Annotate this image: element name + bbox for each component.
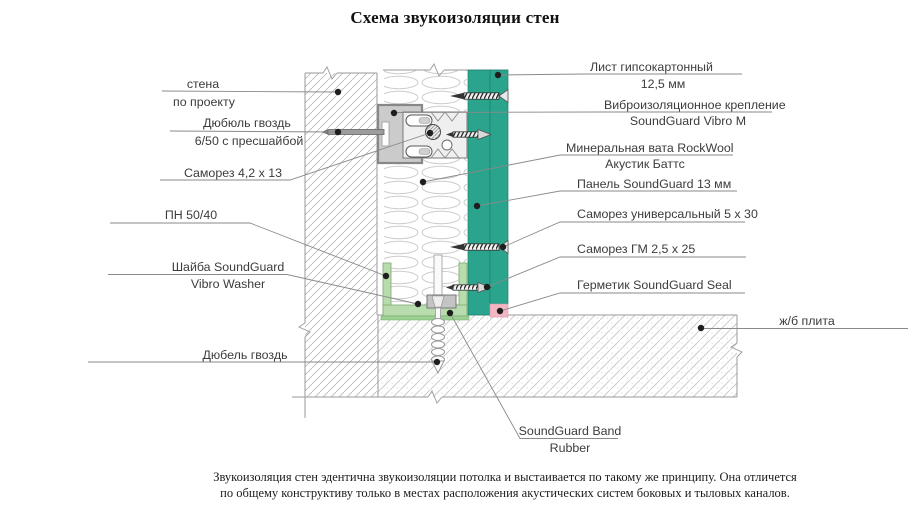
leader-sealant (499, 292, 745, 312)
page-title: Схема звукоизоляции стен (350, 8, 560, 27)
label-panel: Панель SoundGuard 13 мм (577, 177, 731, 191)
screw-gm-top (446, 128, 493, 141)
slab-hatch (377, 315, 737, 397)
footer-note-line1: Звукоизоляция стен эдентична звукоизоляц… (213, 470, 797, 484)
leader-screw-4-2x13 (160, 132, 431, 181)
label-pn-profile: ПН 50/40 (165, 208, 217, 222)
annotation-labels: стена по проекту Дюбюль гвоздь 6/50 с пр… (165, 60, 835, 455)
footer-note: Звукоизоляция стен эдентична звукоизоляц… (100, 469, 910, 501)
footer-note-line2: по общему конструктиву только в местах р… (220, 486, 790, 500)
leader-screw-universal (502, 221, 745, 248)
gypsum-sheet (489, 69, 509, 305)
leader-lines (88, 73, 908, 439)
leader-panel (476, 190, 737, 207)
floor-dowel-nail-assembly (426, 254, 457, 375)
label-dowel-nail: Дюбель гвоздь (202, 348, 287, 362)
soundguard-panel (467, 69, 491, 316)
label-gypsum-line2: 12,5 мм (641, 77, 686, 91)
screw-universal-bottom (450, 239, 509, 255)
leader-wall (161, 90, 339, 93)
leader-mineral-wool (422, 154, 733, 183)
label-gypsum-line1: Лист гипсокартонный (590, 60, 713, 74)
label-mineral-wool-line2: Акустик Баттс (605, 157, 685, 171)
label-slab: ж/б плита (779, 314, 835, 328)
screw-universal-top (450, 88, 509, 104)
label-band-rubber-line2: Rubber (550, 441, 591, 455)
label-vibro-mount-line2: SoundGuard Vibro M (630, 114, 746, 128)
leader-gypsum (497, 73, 742, 76)
leader-dots (334, 71, 705, 366)
label-screw-4-2x13: Саморез 4,2 х 13 (184, 166, 282, 180)
label-dowel-nail-press-line2: 6/50 с пресшайбой (195, 134, 304, 148)
wall-hatch (305, 73, 377, 397)
label-screw-universal: Саморез универсальный 5 х 30 (577, 207, 758, 221)
label-vibro-washer-line2: Vibro Washer (191, 277, 265, 291)
band-rubber-strip (380, 315, 470, 321)
label-vibro-mount-line1: Виброизоляционное крепление (604, 98, 786, 112)
label-band-rubber-line1: SoundGuard Band (519, 424, 622, 438)
leader-vibro-mount (393, 111, 772, 113)
label-vibro-washer-line1: Шайба SoundGuard (172, 260, 285, 274)
label-screw-gm: Саморез ГМ 2,5 х 25 (577, 242, 695, 256)
label-dowel-nail-press-line1: Дюбюль гвоздь (203, 116, 291, 130)
leader-vibro-washer (108, 274, 419, 305)
label-wall-line1: стена (187, 77, 219, 91)
label-sealant: Герметик SoundGuard Seal (577, 278, 732, 292)
label-wall-line2: по проекту (173, 95, 236, 109)
leader-pn-profile (110, 222, 387, 277)
leader-band-rubber (449, 312, 618, 439)
label-mineral-wool-line1: Минеральная вата RockWool (566, 141, 734, 155)
leader-screw-gm (486, 256, 746, 288)
leader-dowel-nail-press (169, 130, 339, 133)
